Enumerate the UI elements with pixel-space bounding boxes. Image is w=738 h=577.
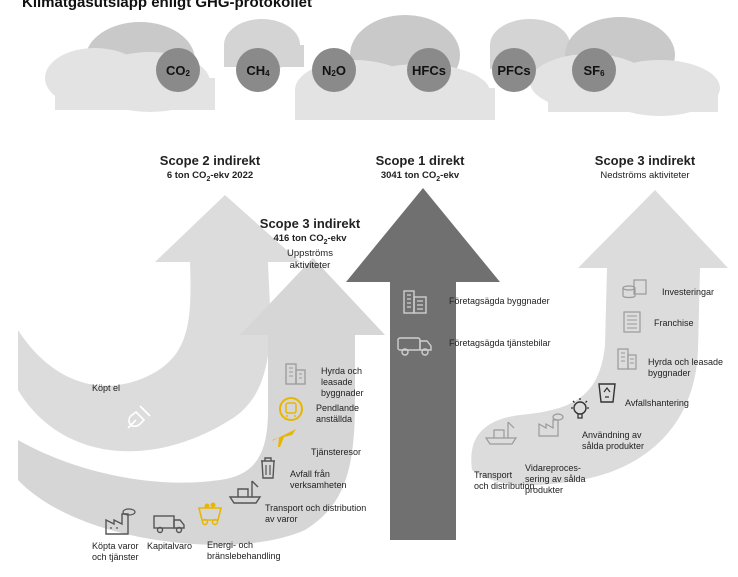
label-foretag-byggnader: Företagsägda byggnader — [449, 296, 550, 306]
factory-icon — [105, 508, 136, 535]
gas-hfcs: HFCs — [407, 48, 451, 92]
trash-icon — [261, 457, 275, 479]
processing-factory-icon — [538, 413, 564, 437]
truck-icon — [397, 337, 432, 356]
cloud-group — [45, 15, 720, 120]
gas-pfcs: PFCs — [492, 48, 536, 92]
scope2-arrow — [18, 195, 300, 452]
recycle-bin-icon — [598, 383, 616, 403]
scope2-title: Scope 2 indirekt — [159, 153, 261, 168]
scope2-value: 6 ton CO2-ekv 2022 — [166, 170, 254, 183]
scope3-downstream-arrow — [471, 190, 728, 486]
airplane-icon — [272, 429, 296, 447]
page-title: Klimatgasutsläpp enligt GHG-protokollet — [22, 0, 313, 11]
building-icon — [403, 290, 427, 314]
scope3-upstream-value: 416 ton CO2-ekv — [273, 233, 347, 246]
label-foretag-tjanstebilar: Företagsägda tjänstebilar — [449, 338, 551, 348]
lightbulb-icon — [571, 398, 589, 419]
scope1-value: 3041 ton CO2-ekv — [380, 170, 460, 183]
label-tjansteresor: Tjänsteresor — [311, 447, 362, 457]
scope3-upstream-title: Scope 3 indirekt — [259, 216, 361, 231]
leased-building-icon — [617, 348, 637, 370]
bus-icon — [279, 397, 303, 421]
plug-icon — [127, 405, 151, 429]
franchise-building-icon — [623, 311, 641, 333]
label-avfallshantering: Avfallshantering — [625, 398, 689, 408]
label-franchise: Franchise — [654, 318, 694, 328]
scope3-upstream-arrow — [18, 258, 385, 545]
truck-goods-icon — [153, 515, 185, 534]
cargo-ship-icon — [484, 421, 518, 445]
ship-icon — [228, 480, 262, 504]
scope1-title: Scope 1 direkt — [375, 153, 465, 168]
scope3-downstream-desc: Nedströms aktiviteter — [600, 170, 690, 181]
label-investeringar: Investeringar — [662, 287, 715, 297]
investment-icon — [622, 279, 647, 299]
building-small-icon — [285, 363, 306, 385]
label-kopt-el: Köpt el — [92, 383, 121, 393]
scope3-downstream-title: Scope 3 indirekt — [594, 153, 696, 168]
mine-cart-icon — [197, 502, 223, 526]
scope1-arrow — [346, 188, 500, 540]
label-kapitalvaro: Kapitalvaro — [147, 541, 193, 551]
